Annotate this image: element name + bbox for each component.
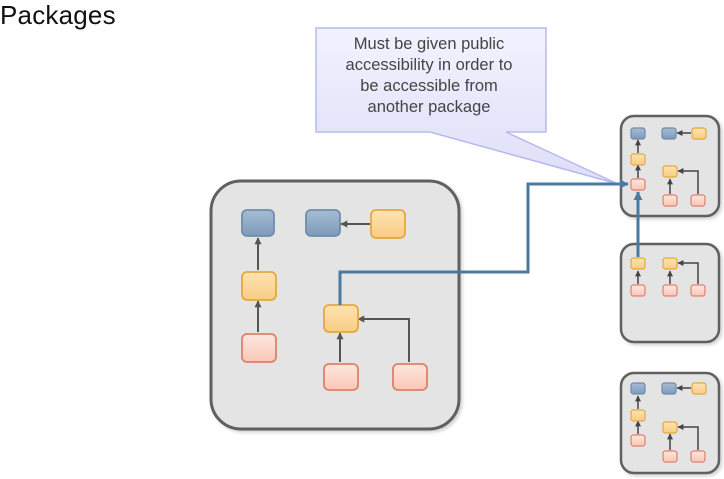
concrete-node (690, 194, 706, 207)
page-title: Packages (0, 0, 116, 30)
interface-node (630, 382, 646, 395)
concrete-node (662, 450, 678, 463)
abstract-node (370, 209, 406, 239)
concrete-node (241, 333, 277, 363)
callout-bubble (315, 27, 619, 185)
abstract-node (630, 153, 646, 166)
callout-line: another package (367, 98, 491, 116)
interface-node (630, 127, 646, 140)
abstract-node (662, 421, 678, 434)
concrete-node (630, 434, 646, 447)
concrete-node (630, 178, 646, 191)
interface-node (661, 127, 677, 140)
package-main (209, 179, 461, 431)
cross-package-dependency-arrow (338, 179, 629, 305)
concrete-node (690, 284, 706, 297)
package-small-middle (619, 242, 721, 344)
interface-node (241, 209, 275, 237)
abstract-node (630, 409, 646, 422)
interface-node (305, 209, 341, 237)
abstract-node (241, 271, 277, 301)
callout-line: Must be given public (353, 35, 505, 53)
callout-line: be accessible from (360, 77, 498, 95)
abstract-node (691, 382, 707, 395)
package-small-top (619, 114, 721, 218)
package-small-bottom (619, 371, 721, 475)
interface-node (661, 382, 677, 395)
concrete-node (662, 194, 678, 207)
concrete-node (690, 450, 706, 463)
abstract-node (662, 165, 678, 178)
abstract-node (630, 257, 646, 270)
concrete-node (630, 284, 646, 297)
concrete-node (392, 363, 428, 391)
concrete-node (662, 284, 678, 297)
callout-line: accessibility in order to (345, 56, 513, 74)
abstract-node (323, 304, 359, 333)
abstract-node (691, 127, 707, 140)
concrete-node (323, 363, 359, 391)
dependency-arrow (357, 315, 410, 362)
abstract-node (662, 257, 678, 270)
callout-text: Must be given public accessibility in or… (316, 34, 542, 118)
